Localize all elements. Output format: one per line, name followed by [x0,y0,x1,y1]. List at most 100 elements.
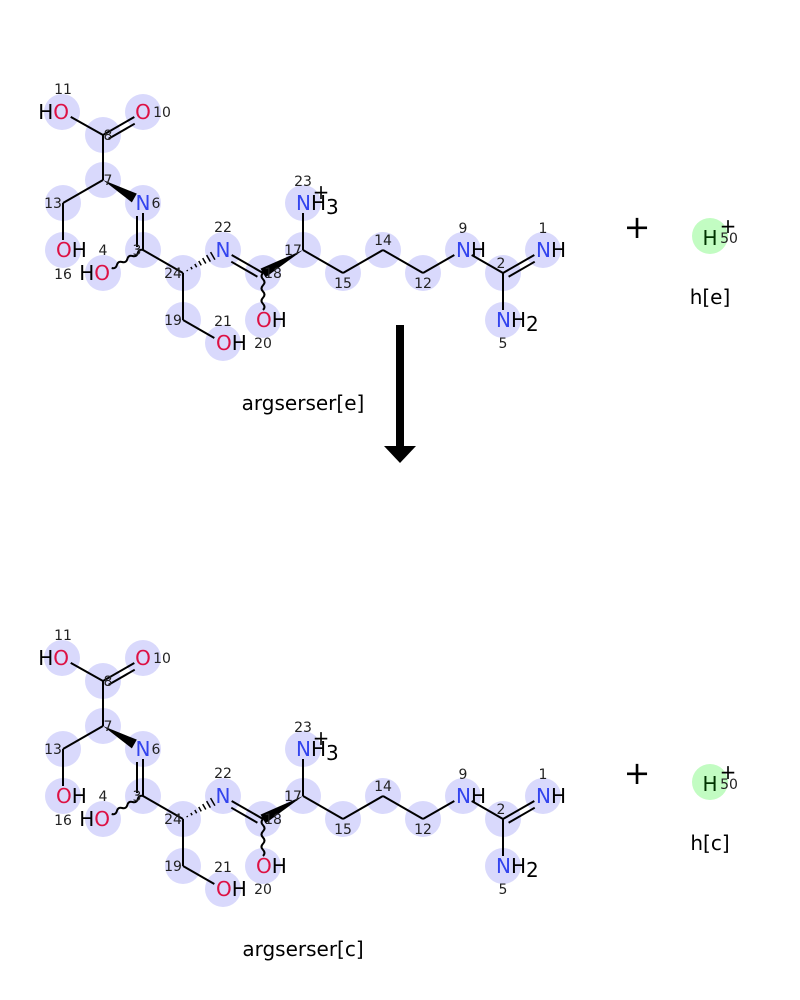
atom-index: 3 [133,789,142,805]
atom-index: 6 [152,742,161,758]
bond-18-20 [260,818,266,857]
bond-19-21 [182,865,215,885]
bond-22-18 [231,800,264,820]
bond-24-22-hash [198,260,202,266]
atom-index: 3 [133,243,142,259]
bond-14-12 [382,249,424,274]
atom-index: 4 [99,789,108,805]
arrow-head [384,446,416,463]
atom-highlight-11 [44,94,80,130]
atom-highlight-10 [125,94,161,130]
atom-index: 16 [54,813,72,829]
reaction-arrow [384,325,416,463]
atom-label: O [135,100,151,124]
bond-24-22-hash [194,263,198,268]
bond-24-22-hash [198,806,202,812]
bond-17-15 [302,795,344,820]
atom-index: 10 [153,105,171,121]
atom-index: 2 [497,256,506,272]
bond-18-17 [260,796,303,824]
atom-highlight-1 [525,232,561,268]
atom-index: 15 [334,276,352,292]
atom-index: 19 [164,859,182,875]
atom-label: NH3 [296,191,339,219]
atom-index: 17 [284,243,302,259]
plus-sign-bottom: + [624,754,651,792]
bond-7-13 [62,725,104,750]
atom-index: 14 [374,779,392,795]
bond-3-24 [142,795,184,820]
plus-sign-top: + [624,208,651,246]
atom-label: OH [56,238,87,262]
atom-index: 19 [164,313,182,329]
bond-8-10-second [108,668,136,686]
atom-index: 9 [459,767,468,783]
atom-index: 24 [164,812,182,828]
atom-label: N [136,191,151,215]
bond-24-22-hash [186,269,189,272]
atom-index: 11 [54,628,72,644]
atom-label: NH [536,238,566,262]
arrow-shaft [396,325,404,448]
atom-index: 6 [152,196,161,212]
atom-index: 18 [264,812,282,828]
atom-highlight-1 [525,778,561,814]
atom-label: NH3 [296,737,339,765]
atom-index: 17 [284,789,302,805]
proton-highlight [692,218,728,254]
atom-index: 5 [499,336,508,352]
bond-24-22-hash [202,803,207,810]
bond-12-9 [422,254,455,274]
bond-18-20 [260,272,266,311]
atom-index: 5 [499,882,508,898]
atom-index: 10 [153,651,171,667]
bond-7-6 [103,726,137,749]
proton-name: h[e] [690,285,731,309]
atom-label: NH2 [496,308,539,336]
atom-highlight-23 [285,185,321,221]
bond-7-6 [103,180,137,203]
bond-9-2 [471,254,504,274]
bond-3-24 [142,249,184,274]
atom-index: 7 [104,173,113,189]
atom-index: 21 [214,860,232,876]
bond-22-18-second [230,806,258,824]
bond-24-22-hash [209,251,216,261]
atom-label: OH [56,784,87,808]
bond-24-22-hash [190,266,193,270]
atom-index: 16 [54,267,72,283]
atom-highlight-21 [205,325,241,361]
atom-label: NH2 [496,854,539,882]
atom-highlight-16 [45,232,81,268]
product-name: argserser[c] [242,937,363,961]
atom-index: 12 [414,276,432,292]
proton-reactant: H + 50 h[e] [690,214,738,309]
bond-24-22-hash [205,254,212,262]
atom-index: 2 [497,802,506,818]
atom-label: OH [216,331,247,355]
proton-symbol: H [702,226,717,250]
atom-label: OH [256,308,287,332]
atom-label: NH [456,238,486,262]
bond-19-21 [182,319,215,339]
atom-index: 14 [374,233,392,249]
atom-label: HO [79,261,110,285]
bond-11-8 [70,662,104,682]
atom-label: NH [456,784,486,808]
proton-product: H + 50 h[c] [690,760,738,855]
bond-24-22-hash [202,257,207,264]
bond-24-22-hash [205,800,212,808]
atom-label: NH [536,784,566,808]
proton-highlight [692,764,728,800]
atom-label: OH [256,854,287,878]
atom-highlight-5 [485,848,521,884]
atom-index: 13 [44,196,62,212]
atom-label: HO [79,807,110,831]
atom-index: 23 [294,174,312,190]
atom-highlight-23 [285,731,321,767]
bond-15-14 [342,249,384,274]
atom-highlight-10 [125,640,161,676]
atom-highlight-4 [85,255,121,291]
